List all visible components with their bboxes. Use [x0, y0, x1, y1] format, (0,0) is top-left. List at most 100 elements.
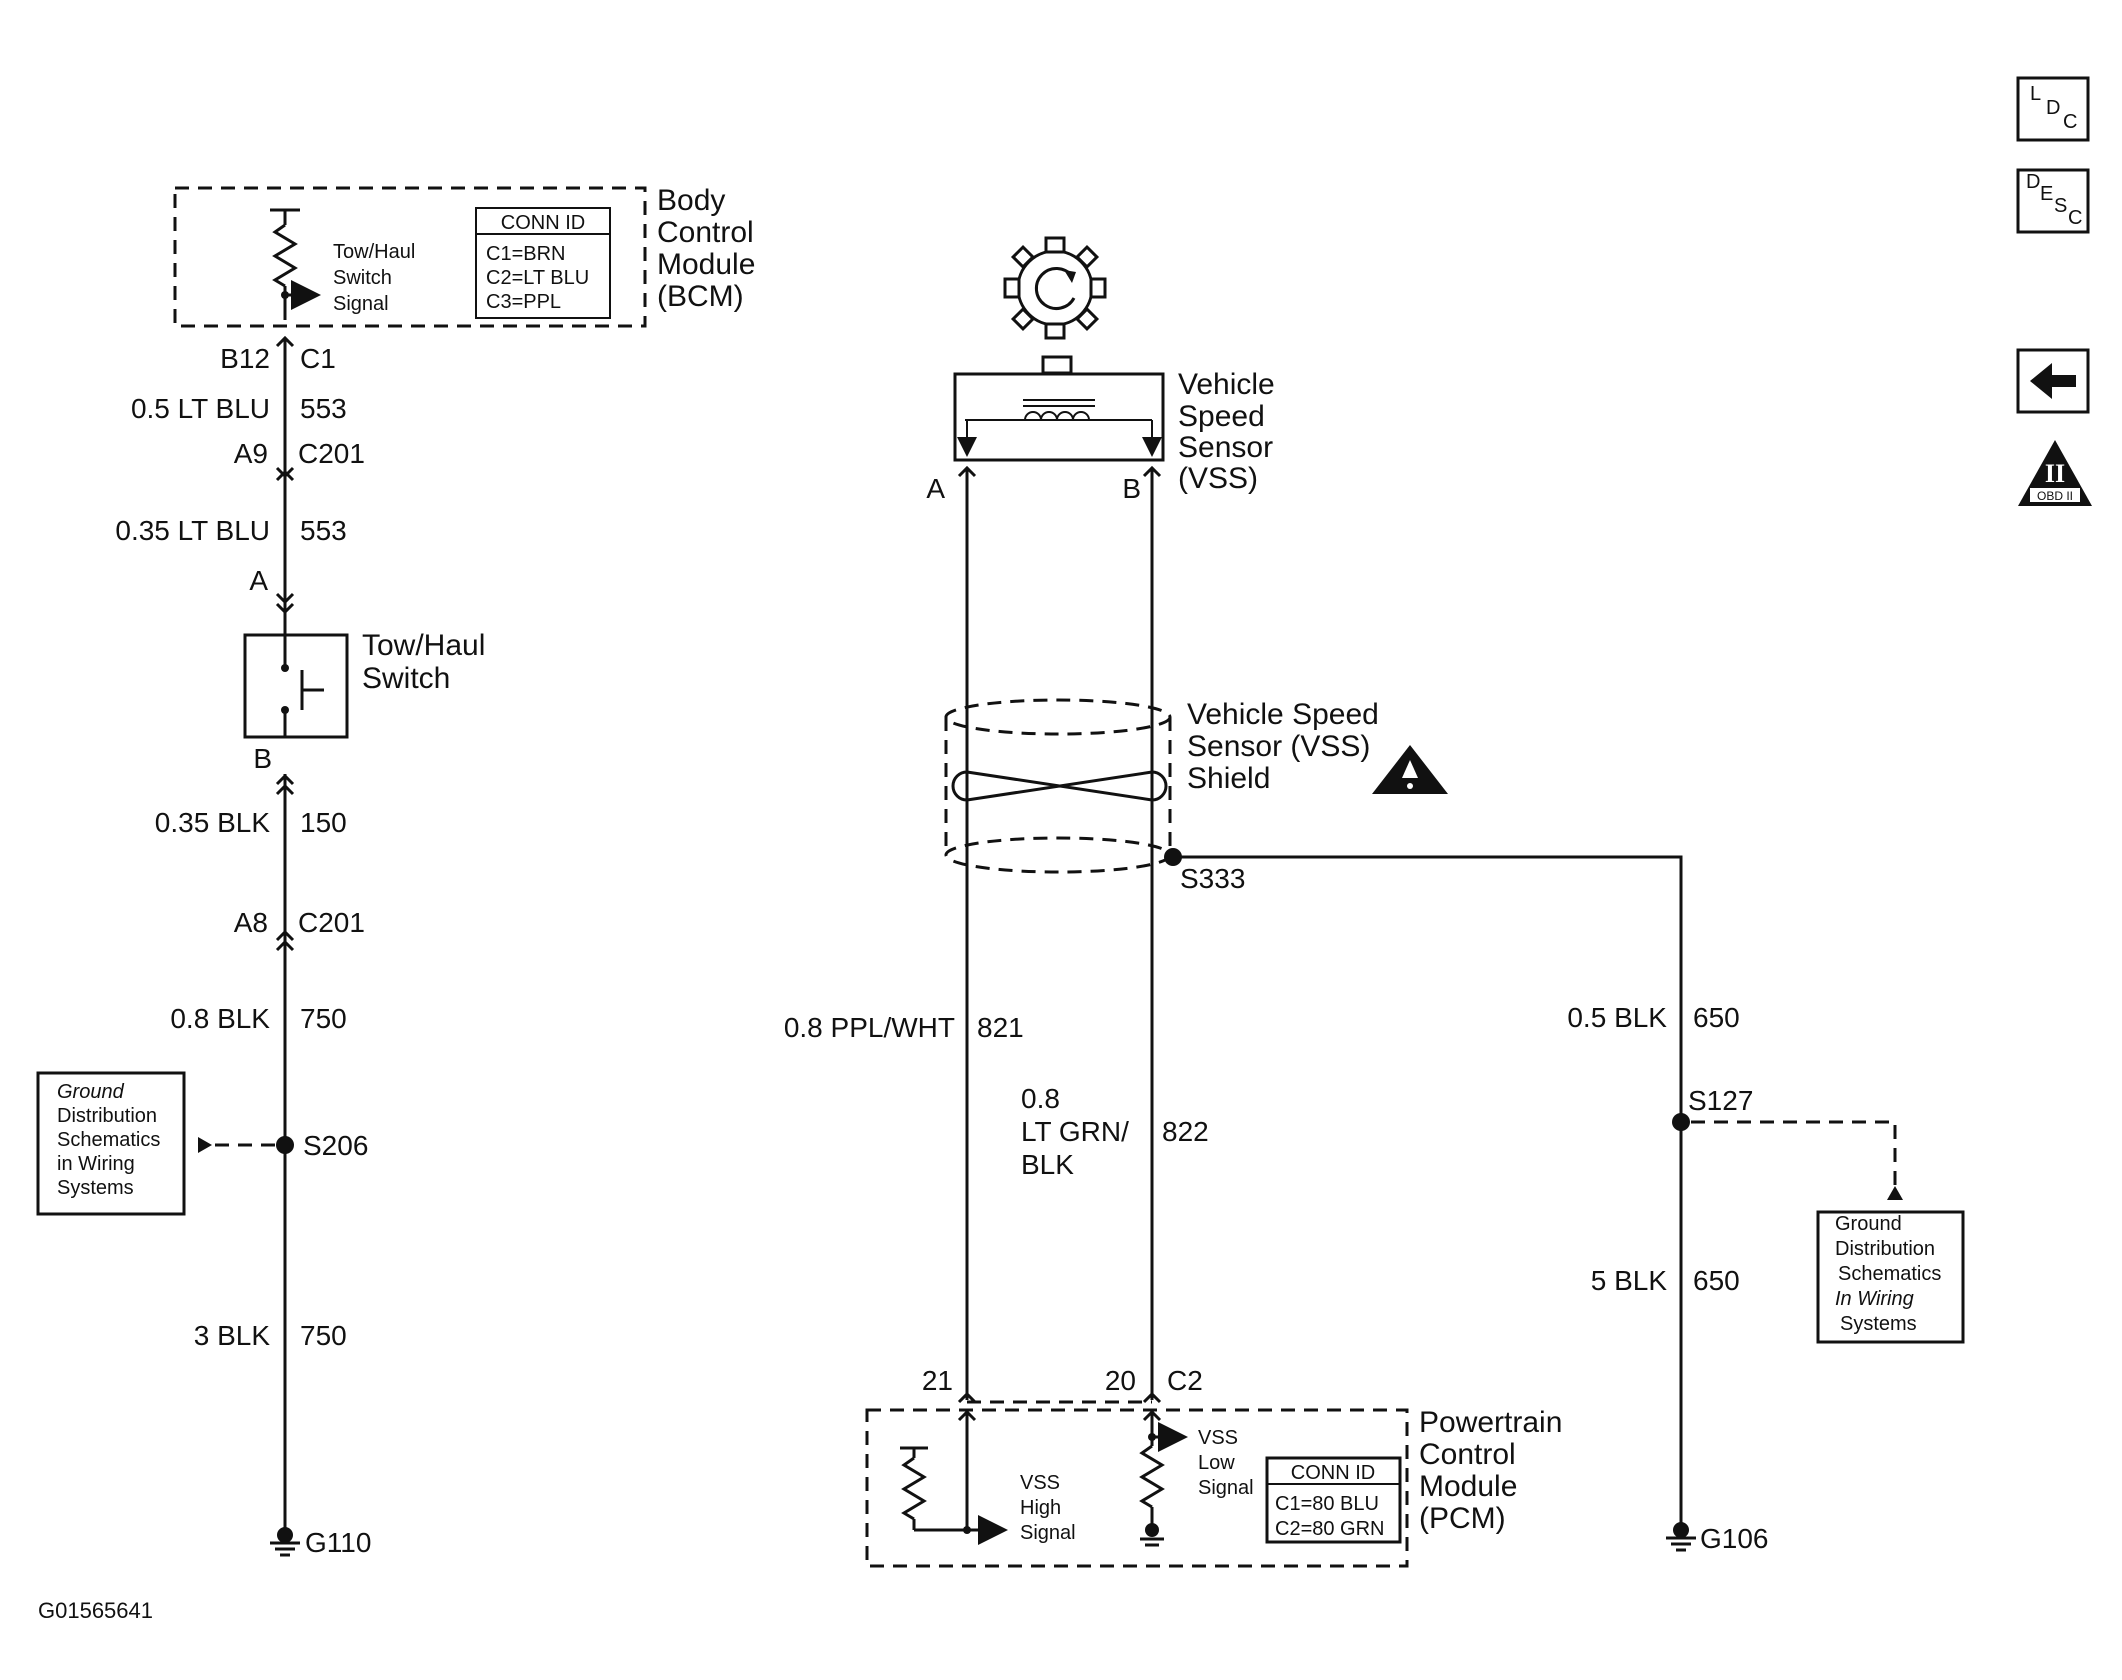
vss-name-1: Vehicle — [1178, 368, 1275, 401]
obd-label: OBD II — [2037, 489, 2073, 503]
pcm-conn-title: CONN ID — [1291, 1462, 1375, 1484]
wire-gauge-650b: 5 BLK — [1591, 1265, 1668, 1296]
conn-c201-top: C201 — [298, 438, 365, 469]
vss-pin-a: A — [926, 473, 945, 504]
switch-name-1: Tow/Haul — [362, 629, 485, 662]
switch-pin-b: B — [253, 743, 272, 774]
wire-num-750b: 750 — [300, 1320, 347, 1351]
pin-a8: A8 — [234, 907, 268, 938]
back-arrow-button[interactable] — [2016, 348, 2090, 414]
ref-left-line: Schematics — [57, 1129, 160, 1151]
wire-gauge-822-2: LT GRN/ — [1021, 1116, 1129, 1147]
bcm-conn-row: C3=PPL — [486, 291, 561, 313]
pcm-conn-id-table: CONN ID C1=80 BLU C2=80 GRN — [1265, 1456, 1402, 1544]
splice-s127 — [1672, 1113, 1690, 1131]
wire-gauge-553a: 0.5 LT BLU — [131, 393, 270, 424]
pin-b12: B12 — [220, 343, 270, 374]
pcm-conn-row: C1=80 BLU — [1275, 1493, 1379, 1515]
pcm-pin-21: 21 — [922, 1365, 953, 1396]
obd-roman: II — [2045, 459, 2065, 488]
vss-name-3: Sensor — [1178, 431, 1273, 464]
wire-num-650b: 650 — [1693, 1265, 1740, 1296]
ground-distribution-ref-left[interactable]: Ground Distribution Schematics in Wiring… — [36, 1071, 186, 1216]
wire-gauge-822-3: BLK — [1021, 1149, 1074, 1180]
pcm-name-2: Control — [1419, 1438, 1516, 1471]
desc-button[interactable]: D E S C — [2016, 168, 2090, 234]
pcm-module: VSS High Signal VSS Low Signal CONN ID C… — [865, 1406, 1562, 1568]
figure-id: G01565641 — [38, 1598, 153, 1623]
splice-s333-label: S333 — [1180, 863, 1245, 894]
wire-num-650a: 650 — [1693, 1002, 1740, 1033]
vss-shield — [944, 698, 1172, 874]
switch-pin-a: A — [249, 565, 268, 596]
pcm-name-4: (PCM) — [1419, 1502, 1506, 1535]
pcm-conn-c2: C2 — [1167, 1365, 1203, 1396]
wire-num-553b: 553 — [300, 515, 347, 546]
conn-c201-bot: C201 — [298, 907, 365, 938]
pcm-name-1: Powertrain — [1419, 1406, 1562, 1439]
ref-right-line: Schematics — [1838, 1263, 1941, 1285]
bcm-name-3: Module — [657, 248, 755, 281]
ref-left-line: Ground — [57, 1081, 125, 1103]
ldc-letter: D — [2046, 97, 2060, 119]
bcm-name-2: Control — [657, 216, 754, 249]
wire-gauge-553b: 0.35 LT BLU — [115, 515, 270, 546]
ground-g110-label: G110 — [305, 1527, 371, 1558]
back-arrow-icon — [2030, 363, 2076, 399]
pcm-conn-row: C2=80 GRN — [1275, 1518, 1385, 1540]
bcm-signal-label-1: Tow/Haul — [333, 241, 415, 263]
bcm-conn-row: C2=LT BLU — [486, 267, 589, 289]
splice-s206 — [276, 1136, 294, 1154]
pcm-high-2: High — [1020, 1497, 1061, 1519]
wire-num-821: 821 — [977, 1012, 1024, 1043]
bcm-signal-label-3: Signal — [333, 293, 389, 315]
ground-g106-label: G106 — [1700, 1523, 1769, 1554]
ref-right-line: Distribution — [1835, 1238, 1935, 1260]
bcm-name-4: (BCM) — [657, 280, 744, 313]
conn-c1: C1 — [300, 343, 336, 374]
ref-left-line: Systems — [57, 1177, 134, 1199]
wire-num-150: 150 — [300, 807, 347, 838]
bcm-name-1: Body — [657, 184, 725, 217]
shield-name-1: Vehicle Speed — [1187, 698, 1379, 731]
desc-letter: E — [2040, 183, 2053, 205]
bcm-conn-row: C1=BRN — [486, 243, 565, 265]
ref-right-line: Ground — [1835, 1213, 1902, 1235]
vehicle-speed-sensor: Vehicle Speed Sensor (VSS) A B — [926, 236, 1275, 504]
splice-s206-label: S206 — [303, 1130, 368, 1161]
switch-name-2: Switch — [362, 662, 450, 695]
warning-icon[interactable] — [1372, 745, 1448, 794]
desc-letter: C — [2068, 207, 2082, 229]
wire-gauge-650a: 0.5 BLK — [1567, 1002, 1667, 1033]
wire-gauge-750a: 0.8 BLK — [170, 1003, 270, 1034]
pin-a9: A9 — [234, 438, 268, 469]
gear-icon — [1003, 236, 1107, 340]
wire-num-822: 822 — [1162, 1116, 1209, 1147]
shield-name-3: Shield — [1187, 762, 1270, 795]
splice-s127-label: S127 — [1688, 1085, 1753, 1116]
ref-right-line: Systems — [1840, 1313, 1917, 1335]
pcm-low-1: VSS — [1198, 1427, 1238, 1449]
wire-gauge-150: 0.35 BLK — [155, 807, 271, 838]
center-circuit: Vehicle Speed Sensor (VSS) Shield S333 0… — [784, 465, 1448, 1404]
ldc-letter: L — [2030, 83, 2041, 105]
bcm-signal-label-2: Switch — [333, 267, 392, 289]
wire-gauge-821: 0.8 PPL/WHT — [784, 1012, 955, 1043]
obd-ii-button[interactable]: II OBD II — [2018, 440, 2092, 506]
pcm-high-3: Signal — [1020, 1522, 1076, 1544]
right-circuit: 0.5 BLK 650 S127 5 BLK 650 G106 — [1173, 855, 1903, 1554]
pcm-low-2: Low — [1198, 1452, 1235, 1474]
ldc-button[interactable]: L D C — [2016, 76, 2090, 142]
ground-g106-icon — [1666, 1522, 1696, 1552]
tow-haul-switch: Tow/Haul Switch — [243, 629, 485, 739]
vss-pin-b: B — [1122, 473, 1141, 504]
pcm-high-1: VSS — [1020, 1472, 1060, 1494]
desc-letter: S — [2054, 195, 2067, 217]
pcm-pin-20: 20 — [1105, 1365, 1136, 1396]
ground-distribution-ref-right[interactable]: Ground Distribution Schematics In Wiring… — [1816, 1210, 1965, 1344]
wire-num-553a: 553 — [300, 393, 347, 424]
bcm-conn-id-table: CONN ID C1=BRN C2=LT BLU C3=PPL — [475, 207, 611, 319]
left-circuit: B12 C1 0.5 LT BLU 553 A9 C201 0.35 LT BL… — [115, 335, 485, 1558]
shield-name-2: Sensor (VSS) — [1187, 730, 1370, 763]
